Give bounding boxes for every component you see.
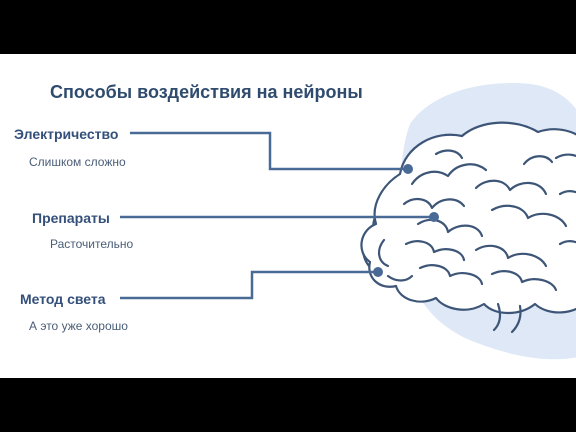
method-note-electricity: Слишком сложно (29, 155, 126, 169)
method-label-drugs: Препараты (32, 210, 110, 226)
method-label-light: Метод света (20, 291, 106, 307)
dot-electricity (403, 164, 413, 174)
brain-icon (360, 121, 576, 334)
connector-lines (120, 131, 434, 300)
dot-light (373, 267, 383, 277)
brain-illustration (120, 83, 576, 360)
method-note-light: А это уже хорошо (29, 319, 128, 333)
method-note-drugs: Расточительно (50, 237, 134, 251)
connector-dots (373, 164, 439, 277)
method-label-electricity: Электричество (14, 126, 119, 142)
dot-drugs (429, 212, 439, 222)
connector-light (120, 270, 378, 300)
connector-electricity (130, 131, 408, 171)
slide: Способы воздействия на нейроны Электриче… (0, 54, 576, 378)
slide-title: Способы воздействия на нейроны (50, 82, 363, 102)
blob-sparkle-marks (453, 98, 476, 120)
